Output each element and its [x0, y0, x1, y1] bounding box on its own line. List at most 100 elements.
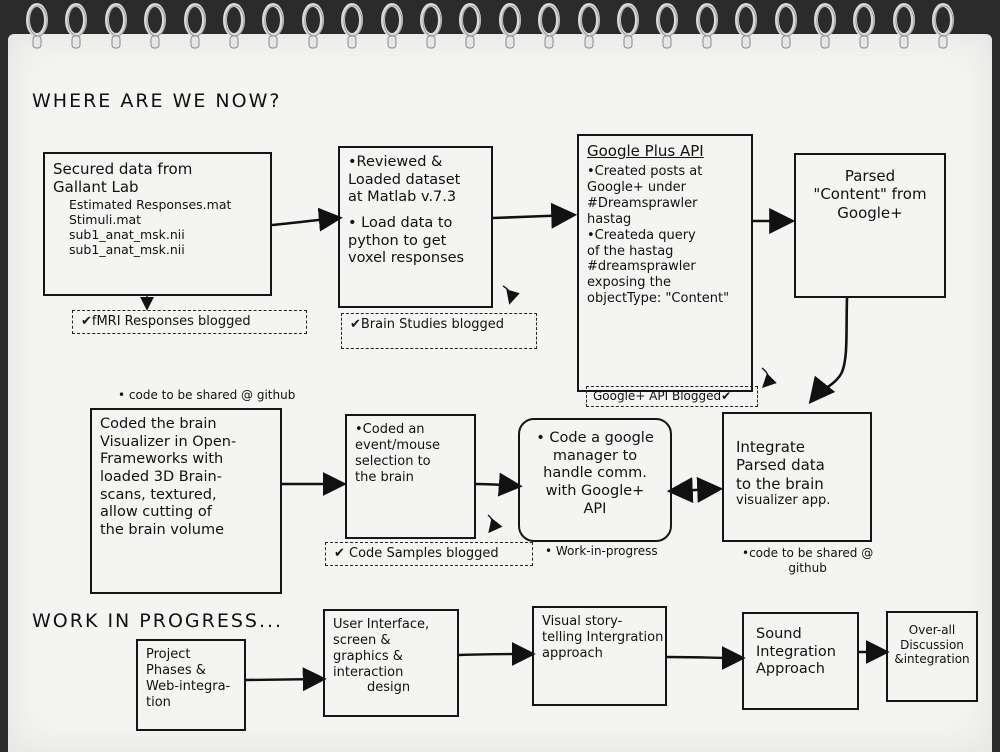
binding-ring: [221, 2, 247, 52]
file-item: Stimuli.mat: [69, 211, 142, 227]
tick-arrow-box3: [761, 367, 777, 388]
box5-line: scans, textured,: [100, 486, 217, 503]
box5-line: Coded the brain: [100, 416, 217, 432]
binding-ring: [24, 2, 50, 52]
wip-line: telling Intergration: [542, 629, 664, 645]
arrow-box1-to-box2: [271, 207, 343, 232]
box3-line: objectType: "Content": [587, 291, 730, 307]
box7-line: API: [583, 500, 607, 517]
box5-line: loaded 3D Brain-: [100, 469, 222, 486]
box2-line: • Load data to: [348, 215, 453, 232]
wip-box-overall-discussion: Over-all Discussion &integration: [886, 611, 978, 702]
file-item: Estimated Responses.mat: [69, 196, 232, 212]
box4-line: Google+: [837, 203, 903, 222]
arrow-wip2-to-wip3: [458, 642, 536, 667]
note-code-shared-github-2: •code to be shared @ github: [742, 546, 873, 575]
box3-line: #Dreamsprawler: [587, 196, 698, 212]
wip-line: Over-all: [908, 623, 956, 637]
wip-line: &integration: [894, 652, 970, 667]
binding-ring: [812, 2, 838, 52]
box7-line: handle comm.: [543, 465, 647, 482]
box-event-mouse-selection: •Coded an event/mouse selection to the b…: [345, 414, 476, 539]
box3-line: #dreamsprawler: [587, 259, 696, 275]
tick-arrow-box2: [502, 285, 520, 305]
box8-line: visualizer app.: [736, 492, 831, 508]
note-work-in-progress: • Work-in-progress: [545, 544, 658, 558]
badge-code-samples-blogged: ✔ Code Samples blogged: [325, 542, 533, 566]
wip-line: design: [367, 680, 411, 696]
box3-line: exposing the: [587, 275, 672, 291]
box-integrate-parsed-data: Integrate Parsed data to the brain visua…: [722, 412, 872, 542]
box3-title: Google Plus API: [587, 142, 704, 160]
box3-line: of the hastag: [587, 243, 674, 259]
wip-line: Integration: [756, 643, 836, 660]
box2-line: Loaded dataset: [348, 171, 461, 188]
binding-ring: [300, 2, 326, 52]
file-item: sub1_anat_msk.nii: [69, 242, 185, 258]
note-line: github: [788, 560, 827, 575]
binding-ring: [733, 2, 759, 52]
wip-line: approach: [542, 645, 603, 661]
box5-line: the brain volume: [100, 522, 225, 539]
wip-line: Visual story-: [542, 614, 623, 629]
box6-line: event/mouse: [355, 437, 441, 453]
binding-ring: [379, 2, 405, 52]
binding-ring: [260, 2, 286, 52]
file-item: sub1_anat_msk.nii: [69, 227, 185, 243]
box5-line: Frameworks with: [100, 451, 224, 468]
box2-line: python to get: [348, 232, 447, 249]
binding-ring: [418, 2, 444, 52]
wip-box-user-interface: User Interface, screen & graphics & inte…: [323, 609, 459, 717]
wip-line: Sound: [756, 626, 802, 642]
box2-line: voxel responses: [348, 250, 465, 267]
box2-line: •Reviewed &: [348, 154, 443, 170]
box5-line: allow cutting of: [100, 504, 212, 521]
box-google-manager: • Code a google manager to handle comm. …: [518, 418, 672, 542]
box7-line: manager to: [552, 447, 638, 464]
wip-line: Phases &: [146, 662, 206, 678]
binding-ring: [182, 2, 208, 52]
binding-ring: [654, 2, 680, 52]
box8-line: Parsed data: [736, 456, 825, 475]
tick-arrow-box6: [487, 514, 503, 534]
wip-box-project-phases: Project Phases & Web-integra- tion: [136, 639, 246, 731]
binding-ring: [891, 2, 917, 52]
binding-ring: [457, 2, 483, 52]
box7-line: with Google+: [545, 483, 645, 500]
arrow-wip1-to-wip2: [245, 667, 327, 692]
box8-line: to the brain: [736, 474, 824, 493]
box-brain-visualizer: Coded the brain Visualizer in Open- Fram…: [90, 408, 282, 594]
binding-ring: [576, 2, 602, 52]
binding-ring: [142, 2, 168, 52]
box3-line: Google+ under: [587, 180, 686, 196]
wip-box-visual-storytelling: Visual story- telling Intergration appro…: [532, 606, 667, 706]
binding-ring: [536, 2, 562, 52]
binding-ring: [63, 2, 89, 52]
note-code-shared-github: • code to be shared @ github: [118, 388, 296, 402]
box4-line: "Content" from: [813, 185, 927, 204]
badge-fmri-blogged: ✔fMRI Responses blogged: [72, 310, 307, 334]
box3-line: •Createda query: [587, 227, 696, 243]
box8-line: Integrate: [736, 438, 806, 456]
binding-ring: [851, 2, 877, 52]
box-reviewed-dataset: •Reviewed & Loaded dataset at Matlab v.7…: [338, 146, 493, 308]
box4-line: Parsed: [844, 167, 896, 185]
box3-line: •Created posts at: [587, 164, 703, 180]
arrow-box4-to-box8: [808, 297, 849, 405]
box-secured-data: Secured data from Gallant Lab Estimated …: [43, 152, 272, 296]
heading-where-are-we-now: WHERE ARE WE NOW?: [32, 90, 282, 112]
badge-google-api-blogged: Google+ API Blogged✔: [586, 386, 758, 407]
wip-line: screen &: [333, 632, 391, 648]
box6-line: selection to: [355, 453, 431, 469]
heading-work-in-progress: WORK IN PROGRESS...: [32, 610, 284, 632]
wip-line: interaction: [333, 664, 404, 680]
wip-line: Project: [146, 647, 191, 662]
box6-line: •Coded an: [355, 422, 425, 437]
box1-title-line1: Secured data from: [53, 160, 193, 178]
wip-line: tion: [146, 694, 171, 710]
note-line: •code to be shared @: [742, 546, 874, 560]
binding-ring: [930, 2, 956, 52]
wip-line: Approach: [756, 661, 825, 678]
